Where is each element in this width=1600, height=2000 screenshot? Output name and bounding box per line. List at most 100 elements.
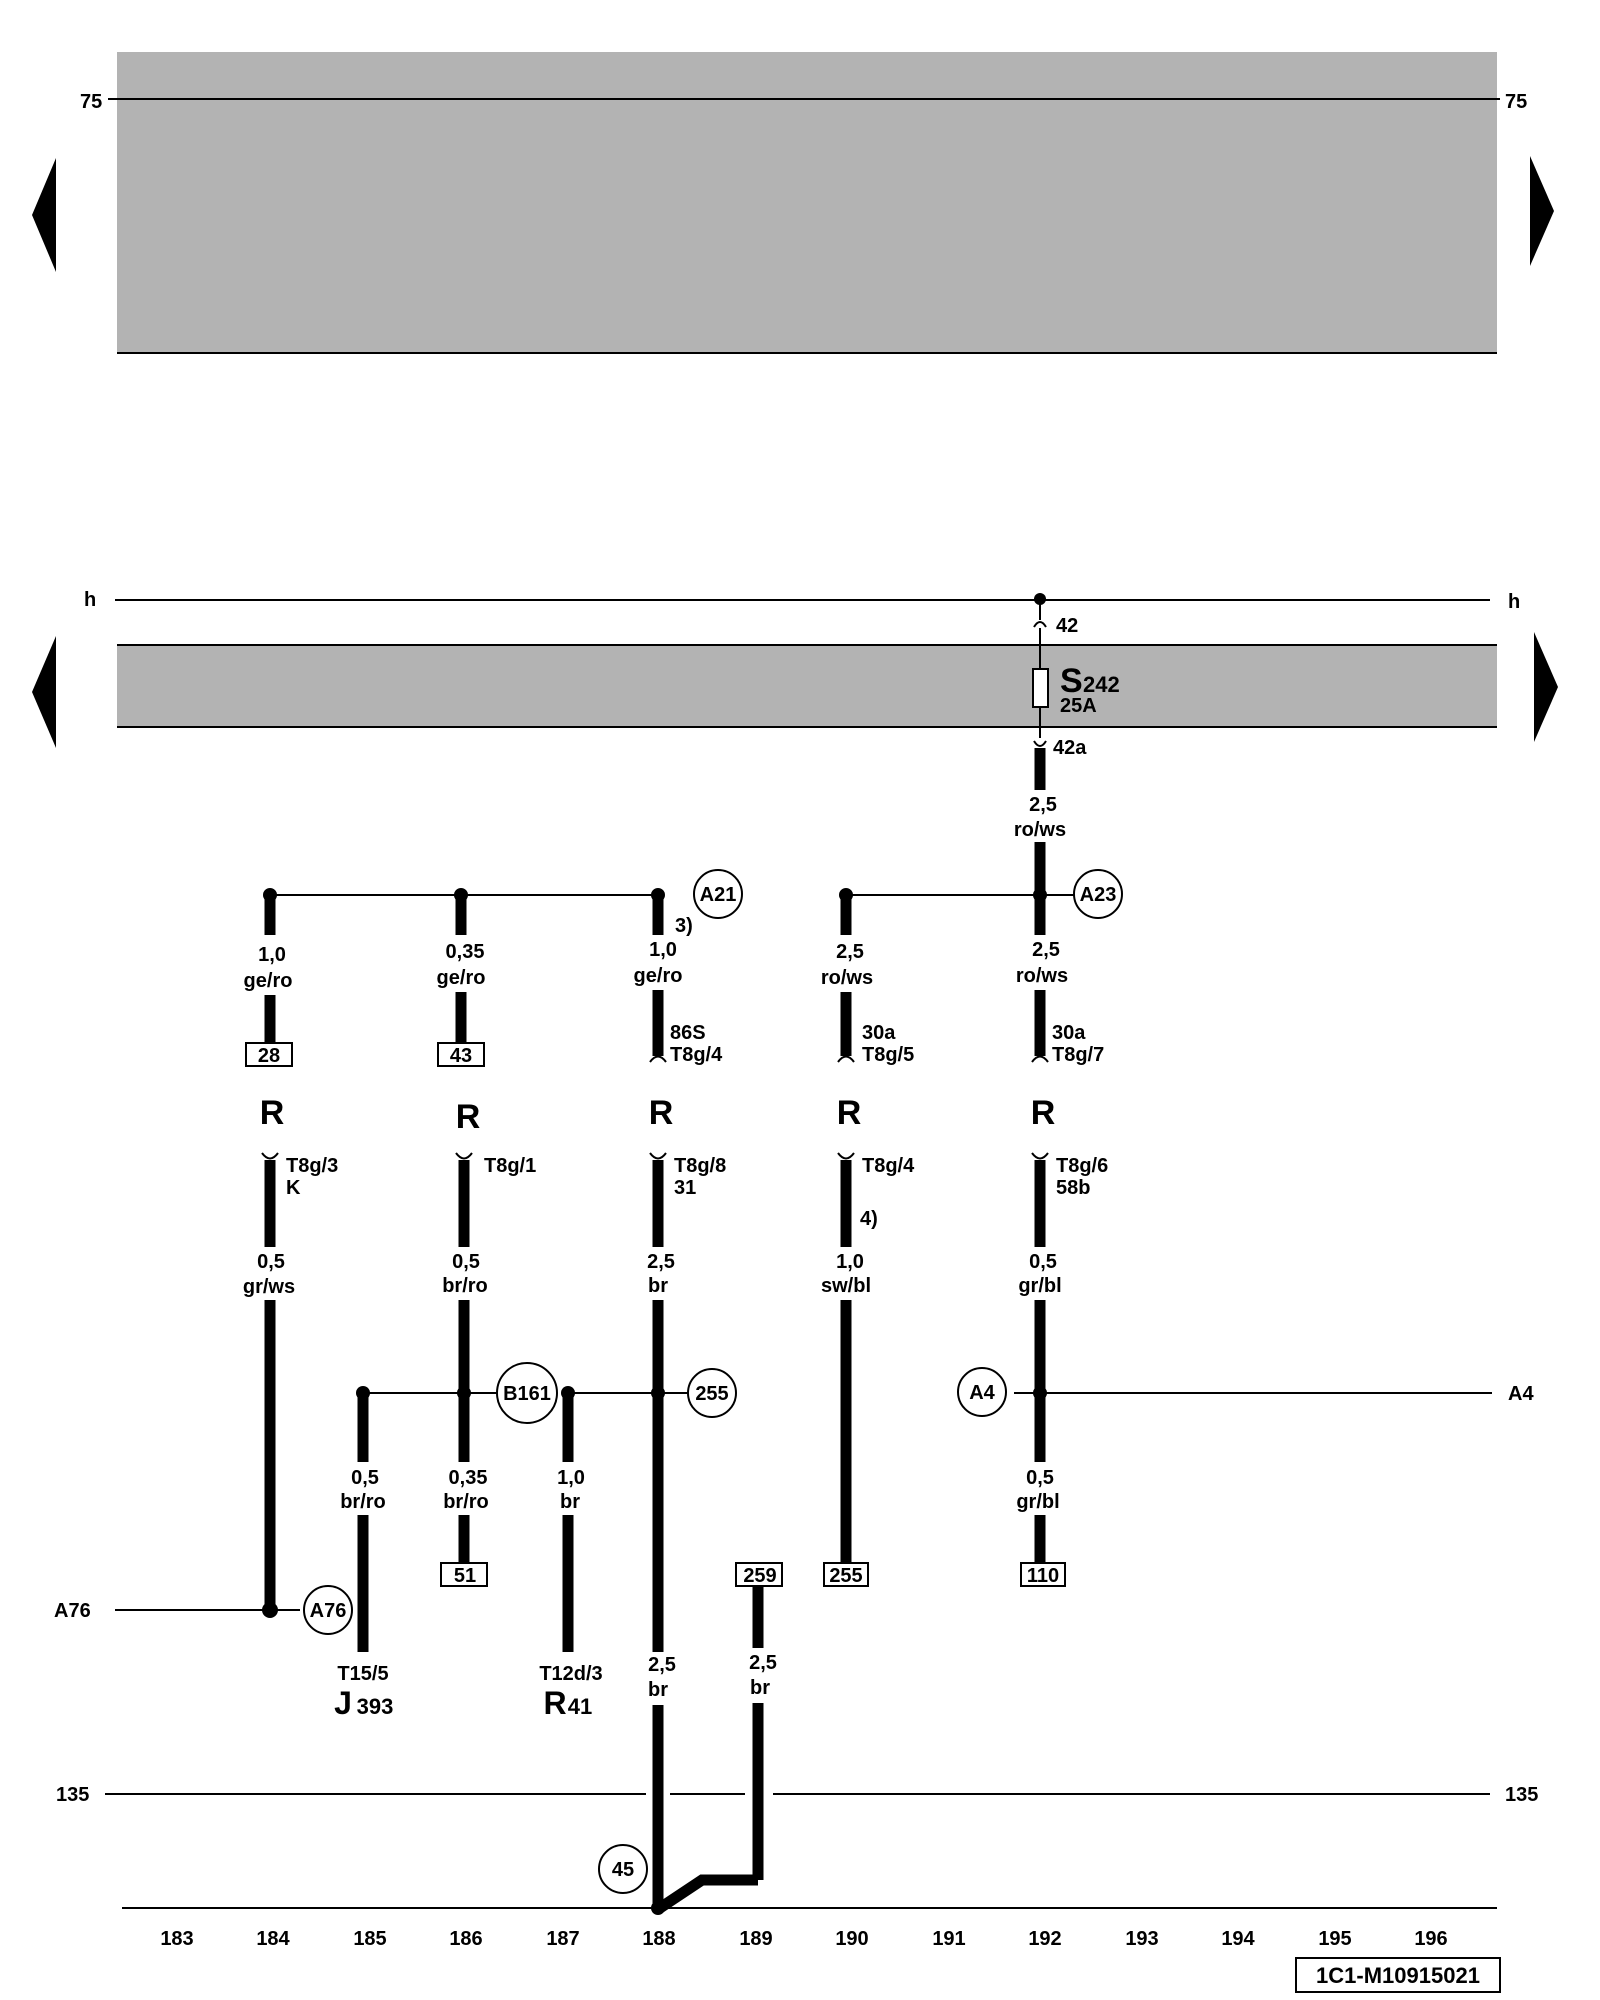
fuse-wire-size: 2,5 xyxy=(1029,794,1057,816)
track-number: 192 xyxy=(1028,1928,1061,1950)
c192-top-size: 2,5 xyxy=(1032,939,1060,961)
c192-lower-color: gr/bl xyxy=(1016,1491,1059,1513)
c186-lower-size: 0,35 xyxy=(449,1467,488,1489)
track-number: 183 xyxy=(160,1928,193,1950)
c190-bot-pin: T8g/4 xyxy=(862,1155,915,1177)
c186-bot-pin: T8g/1 xyxy=(484,1155,536,1177)
c192-top-color: ro/ws xyxy=(1016,965,1068,987)
c187-comp-sub: 41 xyxy=(568,1694,592,1719)
connector-a76-label: A76 xyxy=(310,1600,347,1622)
rail-75-label-right: 75 xyxy=(1505,91,1527,113)
connector-a23-label: A23 xyxy=(1080,884,1117,906)
rail-a4-label: A4 xyxy=(1508,1383,1534,1405)
connector-255-label: 255 xyxy=(695,1383,728,1405)
ground-point-45[interactable] xyxy=(598,1844,648,1894)
c190-note-bot: 4) xyxy=(860,1208,878,1230)
c188-relay: R xyxy=(649,1094,674,1132)
relay-carrier-band-top xyxy=(117,52,1497,354)
c190-ref-box[interactable] xyxy=(823,1562,869,1587)
track-number: 188 xyxy=(642,1928,675,1950)
c190-relay: R xyxy=(837,1094,862,1132)
track-number: 194 xyxy=(1221,1928,1255,1950)
nav-arrow-left-icon-2[interactable] xyxy=(32,636,56,748)
nav-arrow-right-icon-2[interactable] xyxy=(1534,632,1558,742)
c188-bot-size: 2,5 xyxy=(647,1251,675,1273)
drawing-id-box xyxy=(1295,1957,1501,1993)
c187-comp-letter: R xyxy=(543,1685,566,1721)
connector-255[interactable] xyxy=(687,1368,737,1418)
rail-135-label-right: 135 xyxy=(1505,1784,1538,1806)
c188-bot-color: br xyxy=(648,1275,668,1297)
track-number: 190 xyxy=(835,1928,868,1950)
c188-top-size: 1,0 xyxy=(649,939,677,961)
c187-lower-size: 1,0 xyxy=(557,1467,585,1489)
connector-a23[interactable] xyxy=(1073,869,1123,919)
c186-relay: R xyxy=(456,1098,481,1136)
c187-pin: T12d/3 xyxy=(539,1663,602,1685)
track-number: 195 xyxy=(1318,1928,1351,1950)
c192-relay: R xyxy=(1031,1094,1056,1132)
nav-arrow-right-icon[interactable] xyxy=(1530,156,1554,266)
c192-bot-color: gr/bl xyxy=(1018,1275,1061,1297)
c186-top-color: ge/ro xyxy=(437,967,486,989)
nav-arrow-left-icon[interactable] xyxy=(32,158,56,272)
ground-point-45-label: 45 xyxy=(612,1859,634,1881)
c184-bot-pin: T8g/3 xyxy=(286,1155,338,1177)
c186-top-size: 0,35 xyxy=(446,941,485,963)
c186-lower-ref-box[interactable] xyxy=(440,1562,488,1587)
fuse-name-letter: S xyxy=(1060,662,1083,700)
c185-lower-color: br/ro xyxy=(340,1491,386,1513)
rail-75-label-left: 75 xyxy=(80,91,102,113)
c192-top-pin: T8g/7 xyxy=(1052,1044,1104,1066)
c188-bot-pin: T8g/8 xyxy=(674,1155,726,1177)
c190-top-color: ro/ws xyxy=(821,967,873,989)
rail-h-label-right: h xyxy=(1508,591,1520,613)
fuse-wire-color: ro/ws xyxy=(1014,819,1066,841)
connector-b161[interactable] xyxy=(496,1362,558,1424)
c189-size: 2,5 xyxy=(749,1652,777,1674)
c184-ref-box[interactable] xyxy=(245,1042,293,1067)
c189-ref-box[interactable] xyxy=(735,1562,783,1587)
track-number: 185 xyxy=(353,1928,386,1950)
connector-a76[interactable] xyxy=(303,1585,353,1635)
c190-top-term: 30a xyxy=(862,1022,896,1044)
track-number: 187 xyxy=(546,1928,579,1950)
c192-bot-term: 58b xyxy=(1056,1177,1090,1199)
connector-a21[interactable] xyxy=(693,869,743,919)
track-number: 184 xyxy=(256,1928,290,1950)
c192-ref-box[interactable] xyxy=(1020,1562,1066,1587)
rail-h-label-left: h xyxy=(84,589,96,611)
c186-ref: 43 xyxy=(450,1045,472,1067)
c190-top-pin: T8g/5 xyxy=(862,1044,914,1066)
connector-a4[interactable] xyxy=(957,1367,1007,1417)
c185-comp-letter: J xyxy=(334,1685,352,1721)
c192-bot-pin: T8g/6 xyxy=(1056,1155,1108,1177)
c186-ref-box[interactable] xyxy=(437,1042,485,1067)
c190-bot-size: 1,0 xyxy=(836,1251,864,1273)
c188-lower-size: 2,5 xyxy=(648,1654,676,1676)
c188-lower-color: br xyxy=(648,1679,668,1701)
c184-bot-color: gr/ws xyxy=(243,1276,295,1298)
c188-top-pin: T8g/4 xyxy=(670,1044,723,1066)
c184-bot-size: 0,5 xyxy=(257,1251,285,1273)
track-number: 191 xyxy=(932,1928,965,1950)
track-number: 193 xyxy=(1125,1928,1158,1950)
c192-top-term: 30a xyxy=(1052,1022,1086,1044)
fuse-s242-icon[interactable] xyxy=(1032,668,1049,708)
c186-bot-color: br/ro xyxy=(442,1275,488,1297)
c188-top-term: 86S xyxy=(670,1022,706,1044)
c192-bot-size: 0,5 xyxy=(1029,1251,1057,1273)
track-numbers: 183 184 185 186 187 188 189 190 191 192 … xyxy=(160,1928,1447,1950)
c186-lower-ref: 51 xyxy=(454,1565,476,1587)
connector-a4-label: A4 xyxy=(969,1382,995,1404)
c184-top-size: 1,0 xyxy=(258,944,286,966)
rail-135-label-left: 135 xyxy=(56,1784,89,1806)
c186-lower-color: br/ro xyxy=(443,1491,489,1513)
c192-ref: 110 xyxy=(1027,1565,1059,1587)
connector-b161-label: B161 xyxy=(503,1383,551,1405)
c192-lower-size: 0,5 xyxy=(1026,1467,1054,1489)
c184-ref: 28 xyxy=(258,1045,280,1067)
fuse-pin-in: 42 xyxy=(1056,615,1078,637)
